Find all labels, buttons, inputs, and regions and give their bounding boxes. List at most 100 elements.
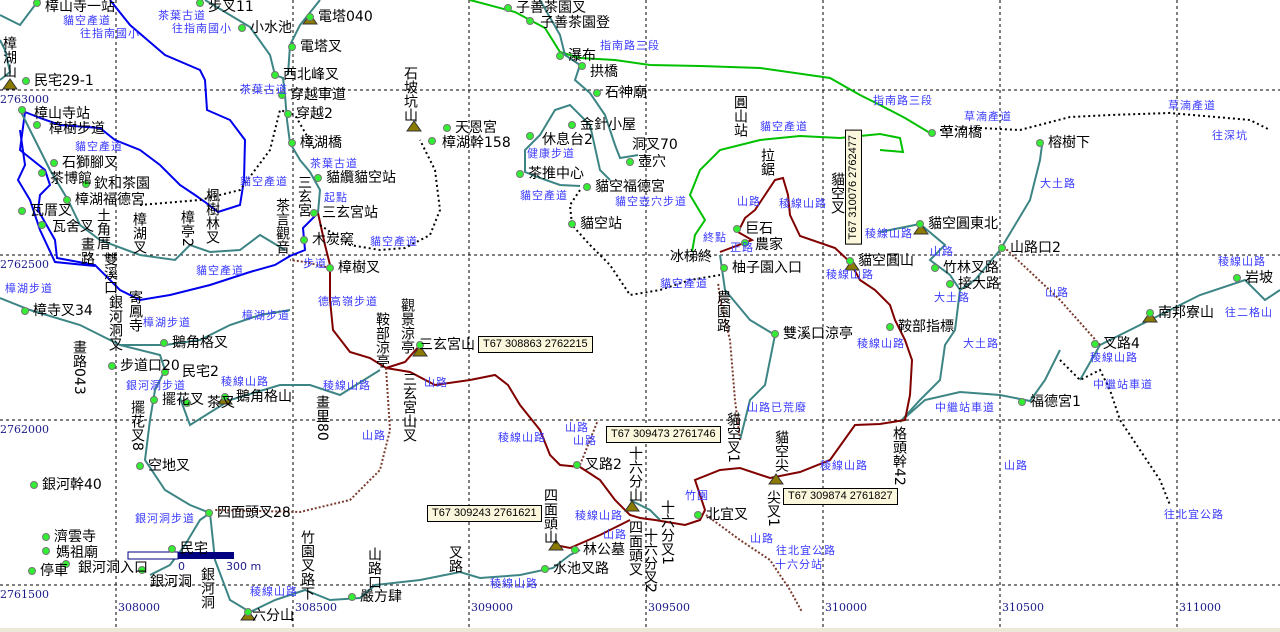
trail-node-icon[interactable] bbox=[326, 264, 334, 272]
trail-node-icon[interactable] bbox=[136, 462, 144, 470]
trail-node-icon[interactable] bbox=[846, 257, 854, 265]
trail-node-icon[interactable] bbox=[578, 62, 586, 70]
trail-node-icon[interactable] bbox=[196, 0, 204, 7]
vertical-place-label: 樟亭2 bbox=[179, 210, 195, 247]
trail-node-icon[interactable] bbox=[1233, 274, 1241, 282]
trail-node-icon[interactable] bbox=[694, 511, 702, 519]
zhinan-road bbox=[469, 0, 931, 134]
easting-label: 310500 bbox=[1002, 601, 1044, 614]
trail-node-icon[interactable] bbox=[160, 339, 168, 347]
trail-node-icon[interactable] bbox=[28, 567, 36, 575]
trail-node-icon[interactable] bbox=[38, 169, 46, 177]
trail-node-icon[interactable] bbox=[526, 132, 534, 140]
trail-node-icon[interactable] bbox=[1146, 309, 1154, 317]
trail-node-icon[interactable] bbox=[221, 393, 229, 401]
trail-node-icon[interactable] bbox=[314, 174, 322, 182]
trail-node-icon[interactable] bbox=[108, 362, 116, 370]
trail-node-icon[interactable] bbox=[22, 77, 30, 85]
trail-node-icon[interactable] bbox=[33, 121, 41, 129]
trail-node-icon[interactable] bbox=[288, 43, 296, 51]
easting-label: 311000 bbox=[1179, 601, 1221, 614]
trail-node-icon[interactable] bbox=[306, 13, 314, 21]
trail-node-icon[interactable] bbox=[428, 137, 436, 145]
trail-node-icon[interactable] bbox=[626, 158, 634, 166]
place-label: 子善茶園叉 bbox=[516, 0, 586, 16]
trail-node-icon[interactable] bbox=[1018, 398, 1026, 406]
vertical-place-label: 十六分山 bbox=[627, 446, 643, 502]
trail-node-icon[interactable] bbox=[18, 106, 26, 114]
trail-node-icon[interactable] bbox=[886, 323, 894, 331]
trail-node-icon[interactable] bbox=[741, 239, 749, 247]
peak-icon bbox=[2, 78, 18, 90]
place-label: 鵝角格山 bbox=[236, 389, 292, 405]
trail-node-icon[interactable] bbox=[244, 608, 252, 616]
trail-node-icon[interactable] bbox=[38, 221, 46, 229]
trail-node-icon[interactable] bbox=[150, 396, 158, 404]
trail-node-icon[interactable] bbox=[278, 91, 286, 99]
trail-node-icon[interactable] bbox=[50, 159, 58, 167]
trail-node-icon[interactable] bbox=[63, 196, 71, 204]
trail-node-icon[interactable] bbox=[300, 236, 308, 244]
vertical-place-label: 貓空叉 bbox=[829, 172, 845, 214]
trail-node-icon[interactable] bbox=[183, 399, 191, 407]
trail-node-icon[interactable] bbox=[161, 368, 169, 376]
trail-node-icon[interactable] bbox=[526, 17, 534, 25]
trail-node-icon[interactable] bbox=[573, 461, 581, 469]
trail-label: 茶葉古道 bbox=[158, 9, 206, 22]
place-label: 南邦寮山 bbox=[1158, 305, 1214, 321]
place-label: 草湳橋 bbox=[940, 125, 982, 141]
trail-node-icon[interactable] bbox=[593, 89, 601, 97]
trail-node-icon[interactable] bbox=[998, 244, 1006, 252]
place-label: 鵝角格叉 bbox=[172, 335, 228, 351]
trail-label: 草湳產道 bbox=[964, 110, 1012, 123]
trail-node-icon[interactable] bbox=[205, 509, 213, 517]
trail-nodes bbox=[18, 0, 1241, 616]
trail-node-icon[interactable] bbox=[568, 220, 576, 228]
trail-node-icon[interactable] bbox=[18, 207, 26, 215]
trail-node-icon[interactable] bbox=[916, 220, 924, 228]
trail-node-icon[interactable] bbox=[42, 533, 50, 541]
trail-node-icon[interactable] bbox=[62, 560, 70, 568]
trail-node-icon[interactable] bbox=[946, 280, 954, 288]
trail-node-icon[interactable] bbox=[443, 124, 451, 132]
vertical-place-label: 農園路 bbox=[715, 290, 731, 332]
side-paths bbox=[214, 247, 1101, 613]
trail-node-icon[interactable] bbox=[416, 341, 424, 349]
trail-node-icon[interactable] bbox=[33, 0, 41, 7]
trail-node-icon[interactable] bbox=[541, 565, 549, 573]
trail-node-icon[interactable] bbox=[504, 4, 512, 12]
trail-node-icon[interactable] bbox=[238, 24, 246, 32]
trail-node-icon[interactable] bbox=[1091, 340, 1099, 348]
trail-node-icon[interactable] bbox=[928, 129, 936, 137]
place-label: 巨石 bbox=[745, 221, 773, 237]
trail-node-icon[interactable] bbox=[82, 180, 90, 188]
trail-node-icon[interactable] bbox=[1036, 139, 1044, 147]
trail-node-icon[interactable] bbox=[771, 330, 779, 338]
trail-label: 往指南國小 bbox=[80, 27, 140, 40]
trail-node-icon[interactable] bbox=[138, 566, 146, 574]
trail-node-icon[interactable] bbox=[168, 545, 176, 553]
trail-label: 樟湖步道 bbox=[242, 309, 290, 322]
trail-node-icon[interactable] bbox=[30, 481, 38, 489]
vertical-place-label: 畫里80 bbox=[314, 395, 330, 441]
trail-node-icon[interactable] bbox=[310, 209, 318, 217]
trail-node-icon[interactable] bbox=[583, 183, 591, 191]
trail-node-icon[interactable] bbox=[733, 225, 741, 233]
trail-node-icon[interactable] bbox=[348, 593, 356, 601]
trail-node-icon[interactable] bbox=[21, 307, 29, 315]
trail-node-icon[interactable] bbox=[556, 52, 564, 60]
trail-node-icon[interactable] bbox=[271, 71, 279, 79]
trail-label: 指南路三段 bbox=[600, 39, 660, 52]
trail-node-icon[interactable] bbox=[288, 139, 296, 147]
trail-node-icon[interactable] bbox=[42, 547, 50, 555]
trail-node-icon[interactable] bbox=[516, 170, 524, 178]
trail-node-icon[interactable] bbox=[931, 264, 939, 272]
trail-node-icon[interactable] bbox=[568, 121, 576, 129]
trail-node-icon[interactable] bbox=[284, 110, 292, 118]
trail-node-icon[interactable] bbox=[720, 264, 728, 272]
peak-icon bbox=[406, 120, 422, 132]
trail-node-icon[interactable] bbox=[571, 546, 579, 554]
trail-label: 稜線山路 bbox=[820, 459, 868, 472]
place-label: 樟山寺站 bbox=[34, 106, 90, 122]
